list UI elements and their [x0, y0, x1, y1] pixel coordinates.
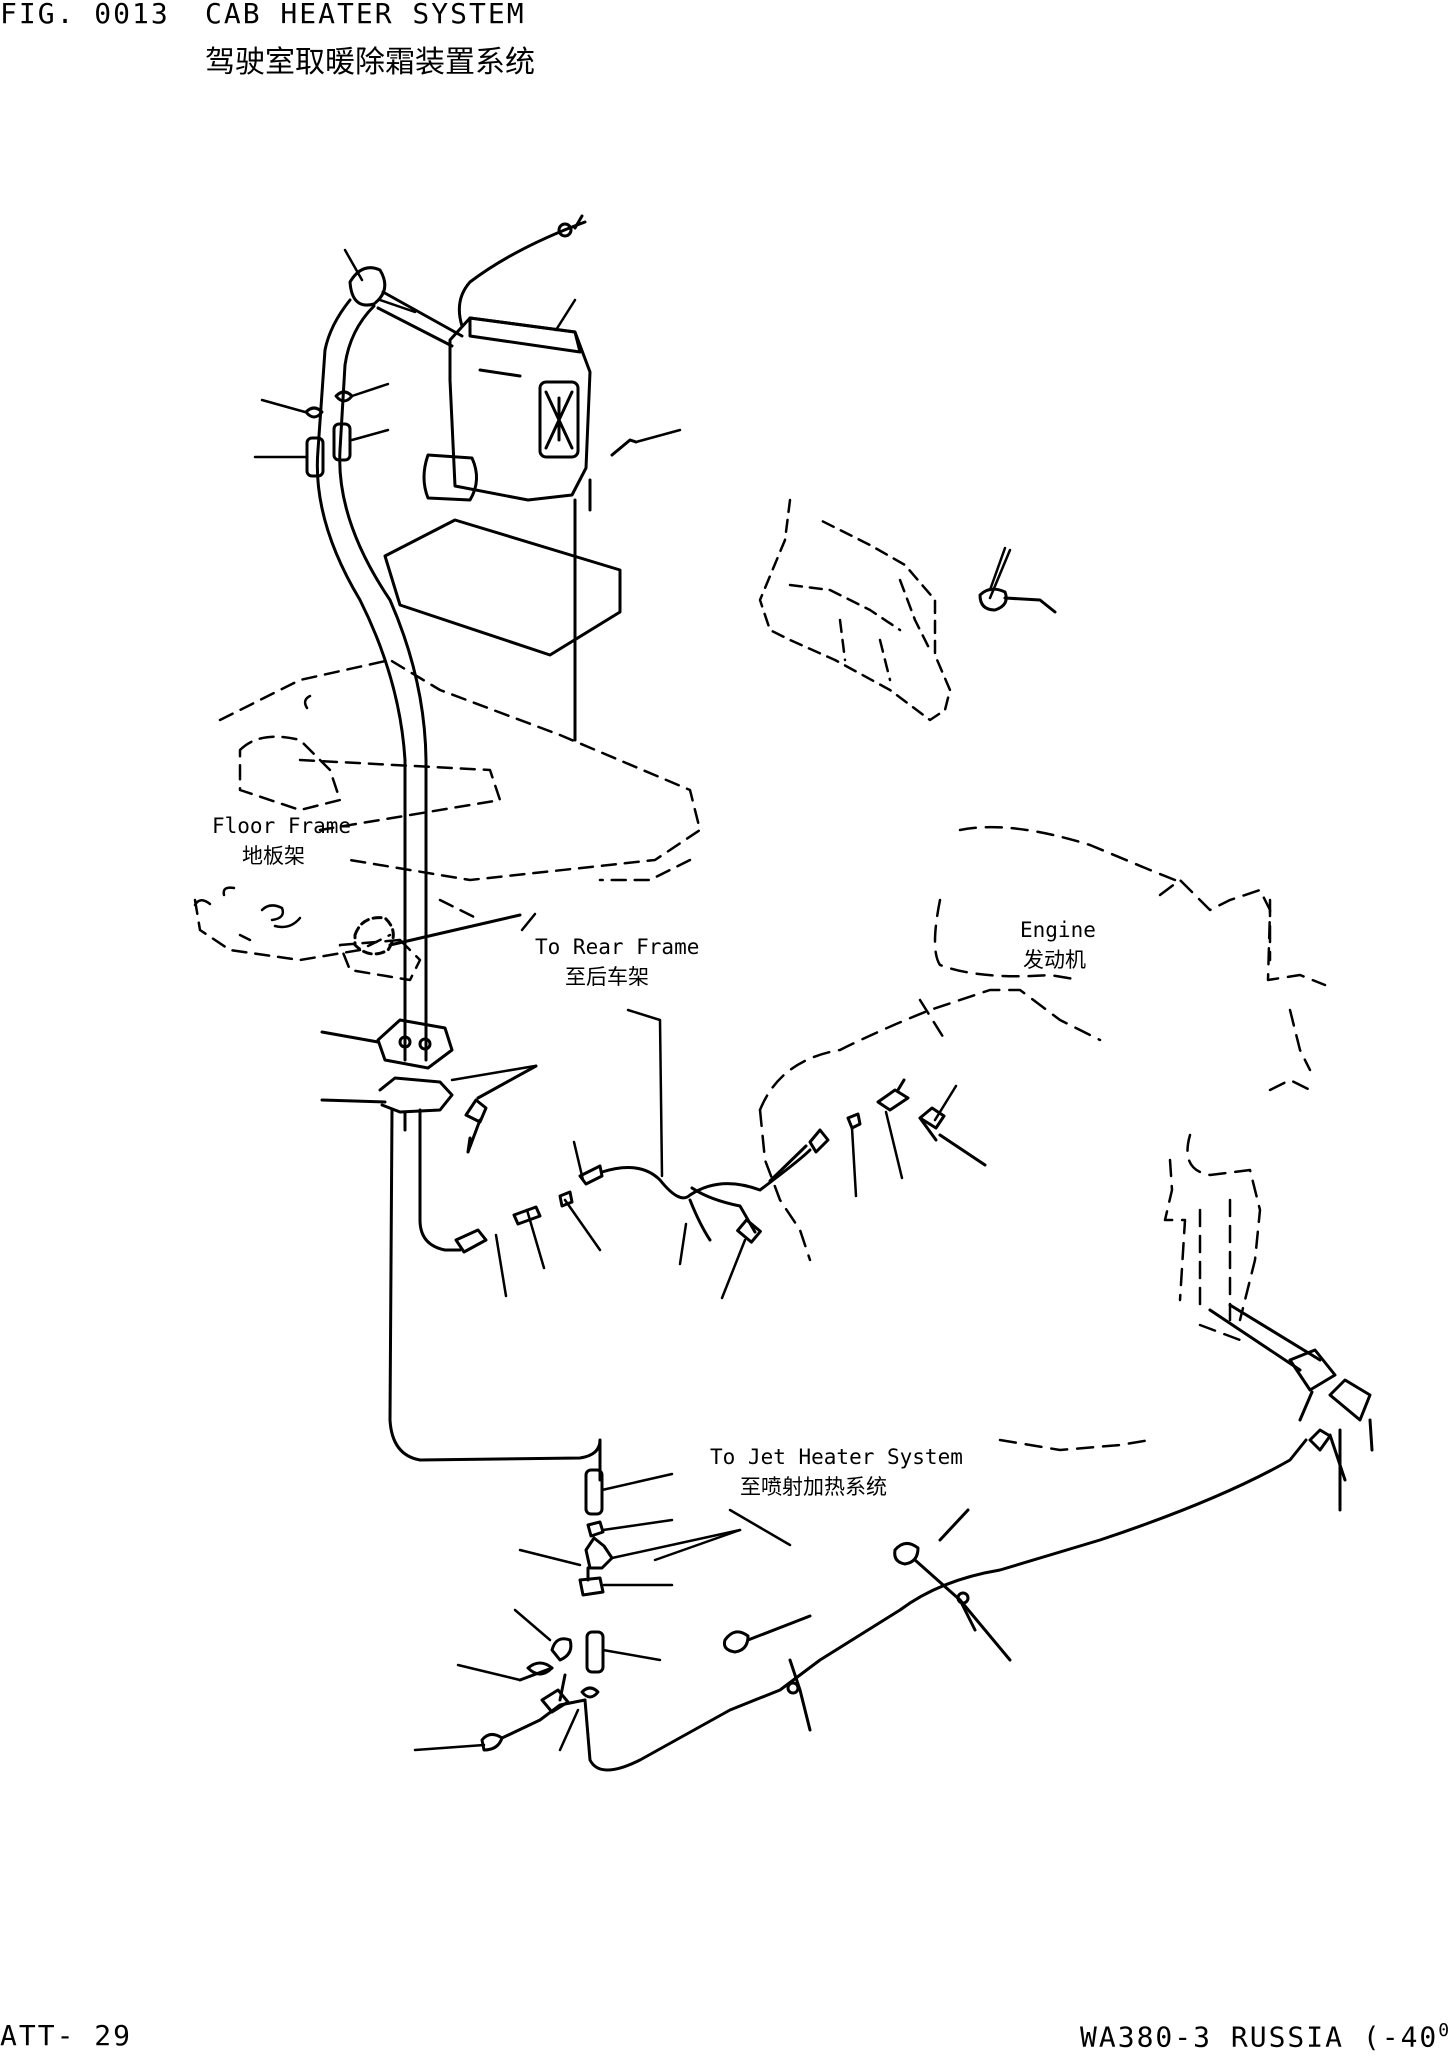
- middle-hose-run: [454, 1078, 987, 1254]
- rear-frame-label-cn: 至后车架: [565, 965, 649, 989]
- control-panel-outline: [758, 498, 952, 722]
- engine-label-en: Engine: [1020, 918, 1096, 942]
- model-code: WA380-3 RUSSIA (-400C): [1080, 2022, 1449, 2051]
- floor-frame-label-cn: 地板架: [242, 844, 305, 868]
- heater-base: [383, 438, 638, 742]
- hose-clamp: [332, 422, 352, 462]
- figure-title-en: CAB HEATER SYSTEM: [205, 0, 526, 30]
- upper-hoses: [315, 214, 587, 962]
- leader-lines-middle: [450, 1008, 958, 1300]
- lower-hoses: [388, 958, 602, 1482]
- figure-title-cn: 驾驶室取暖除霜装置系统: [205, 45, 535, 80]
- floor-frame-outline: [193, 658, 702, 982]
- floor-connectors: [353, 913, 522, 956]
- rear-frame-label-en: To Rear Frame: [535, 935, 700, 959]
- degree-superscript: 0: [1438, 2020, 1449, 2041]
- hose-clamp: [305, 436, 325, 478]
- hose-bracket: [320, 1018, 454, 1132]
- right-hose-fittings: [583, 1303, 1374, 1772]
- floor-frame-holes: [193, 694, 312, 942]
- engine-label-cn: 发动机: [1023, 948, 1086, 972]
- model-name: WA380-3 RUSSIA (-40: [1080, 2020, 1439, 2054]
- heater-unit: [422, 316, 592, 502]
- floor-frame-label-en: Floor Frame: [212, 814, 352, 838]
- leader-lines-lower: [413, 1472, 792, 1752]
- jet-heater-label-en: To Jet Heater System: [710, 1445, 963, 1469]
- jet-heater-label-cn: 至喷射加热系统: [740, 1475, 887, 1499]
- leader-lines: [253, 248, 1007, 932]
- figure-number: FIG. 0013: [0, 0, 170, 30]
- engine-outline: [758, 825, 1327, 1452]
- page-code: ATT- 29: [0, 2019, 133, 2052]
- elbow-fitting: [464, 1064, 538, 1154]
- clip: [304, 406, 324, 419]
- lower-fittings: [723, 1508, 1012, 1732]
- valve-assembly: [480, 1468, 614, 1752]
- control-connector: [978, 548, 1057, 614]
